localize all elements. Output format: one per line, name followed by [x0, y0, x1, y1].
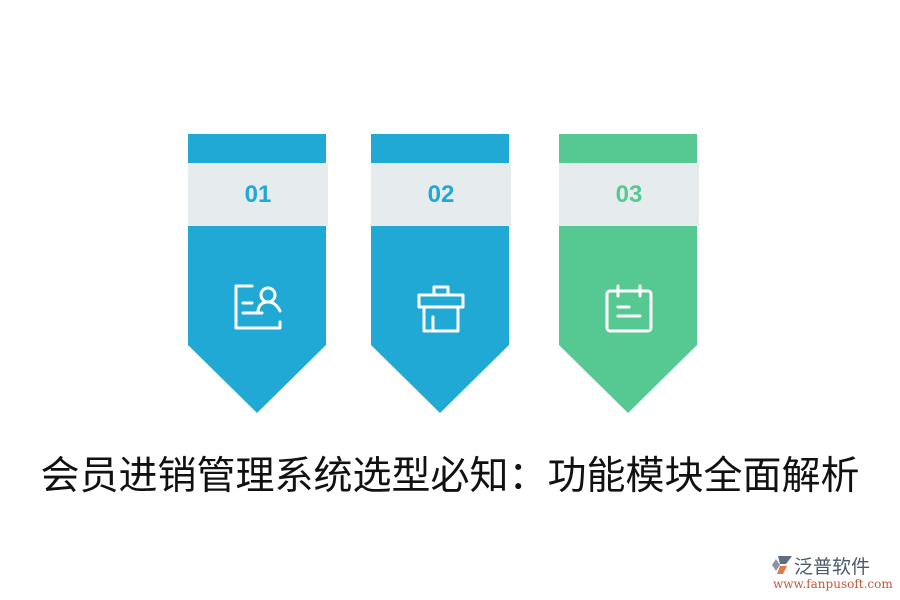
brand-url: www.fanpusoft.com: [773, 577, 893, 591]
banner-03: 03: [559, 134, 699, 413]
brand-name: 泛普软件: [794, 556, 871, 578]
banner-number: 02: [427, 180, 455, 208]
number-band: 01: [188, 163, 328, 226]
number-band: 03: [559, 163, 699, 226]
banner-number: 01: [244, 180, 272, 208]
shop-store-icon: [417, 285, 465, 333]
user-document-icon: [234, 284, 282, 330]
number-band: 02: [371, 163, 511, 226]
calendar-note-icon: [605, 284, 653, 333]
banner-02: 02: [371, 134, 511, 413]
fanpu-logo-icon: [772, 556, 792, 574]
banner-01: 01: [188, 134, 328, 413]
brand-logo: 泛普软件 www.fanpusoft.com: [770, 552, 895, 594]
page-title: 会员进销管理系统选型必知：功能模块全面解析: [40, 454, 860, 499]
banner-number: 03: [615, 180, 643, 208]
